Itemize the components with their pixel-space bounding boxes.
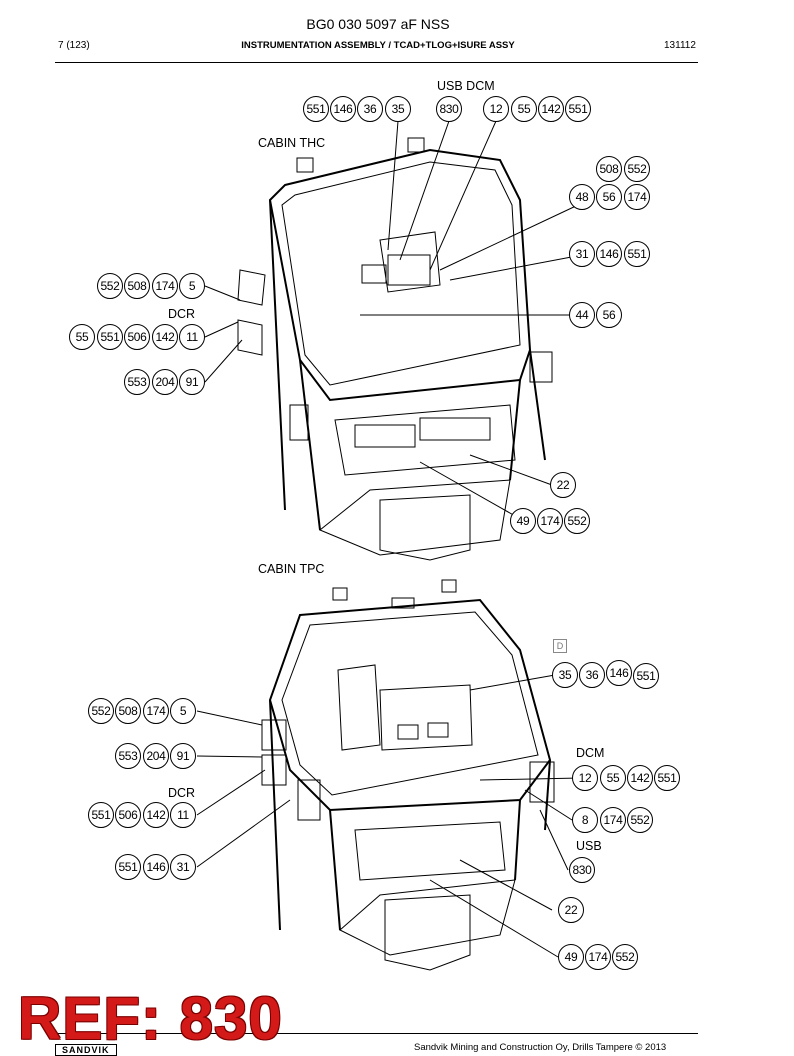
callout-bubble[interactable]: 56: [596, 184, 622, 210]
callout-bubble[interactable]: 551: [303, 96, 329, 122]
callout-bubble[interactable]: 553: [124, 369, 150, 395]
reference-stamp: REF: 830: [18, 985, 283, 1052]
revision-date: 131112: [664, 40, 696, 51]
page-title: INSTRUMENTATION ASSEMBLY / TCAD+TLOG+ISU…: [241, 40, 515, 51]
callout-bubble[interactable]: 49: [510, 508, 536, 534]
callout-bubble[interactable]: 142: [538, 96, 564, 122]
callout-bubble[interactable]: 22: [550, 472, 576, 498]
callout-bubble[interactable]: 553: [115, 743, 141, 769]
callout-bubble[interactable]: 146: [330, 96, 356, 122]
callout-bubble[interactable]: 11: [170, 802, 196, 828]
callout-bubble[interactable]: 552: [627, 807, 653, 833]
callout-bubble[interactable]: 11: [179, 324, 205, 350]
callout-bubble[interactable]: 551: [633, 663, 659, 689]
callout-bubble[interactable]: 508: [596, 156, 622, 182]
header-rule: [55, 62, 698, 63]
callout-bubble[interactable]: 12: [483, 96, 509, 122]
callout-bubble[interactable]: 551: [115, 854, 141, 880]
callout-bubble[interactable]: 552: [97, 273, 123, 299]
callout-bubble[interactable]: 146: [606, 660, 632, 686]
callout-bubble[interactable]: 146: [143, 854, 169, 880]
callout-bubble[interactable]: 12: [572, 765, 598, 791]
callout-bubble[interactable]: 174: [152, 273, 178, 299]
callout-bubble[interactable]: 830: [569, 857, 595, 883]
callout-bubble[interactable]: 174: [143, 698, 169, 724]
callout-bubble[interactable]: 508: [115, 698, 141, 724]
callout-bubble[interactable]: 56: [596, 302, 622, 328]
callout-bubble[interactable]: 174: [600, 807, 626, 833]
callout-bubble[interactable]: 552: [88, 698, 114, 724]
callout-bubble[interactable]: 36: [357, 96, 383, 122]
callout-bubble[interactable]: 31: [170, 854, 196, 880]
callout-bubble[interactable]: 146: [596, 241, 622, 267]
callout-bubble[interactable]: 174: [624, 184, 650, 210]
callout-bubble[interactable]: 44: [569, 302, 595, 328]
dcr-label: DCR: [168, 786, 196, 800]
callout-bubble[interactable]: 35: [552, 662, 578, 688]
callout-bubble[interactable]: 91: [170, 743, 196, 769]
view-marker: D: [553, 639, 567, 653]
callout-bubble[interactable]: 506: [115, 802, 141, 828]
callout-bubble[interactable]: 551: [565, 96, 591, 122]
usb-label: USB: [576, 839, 602, 853]
document-number: BG0 030 5097 aF NSS: [306, 16, 450, 32]
callout-bubble[interactable]: 55: [511, 96, 537, 122]
callout-bubble[interactable]: 49: [558, 944, 584, 970]
footer-rule: [55, 1033, 698, 1034]
cabin-tpc-title: CABIN TPC: [258, 562, 325, 576]
dcr-label: DCR: [168, 307, 196, 321]
usb-dcm-label: USB DCM: [437, 79, 495, 93]
callout-bubble[interactable]: 48: [569, 184, 595, 210]
callout-bubble[interactable]: 55: [69, 324, 95, 350]
callout-bubble[interactable]: 551: [88, 802, 114, 828]
callout-bubble[interactable]: 506: [124, 324, 150, 350]
callout-bubble[interactable]: 830: [436, 96, 462, 122]
callout-bubble[interactable]: 552: [612, 944, 638, 970]
callout-bubble[interactable]: 142: [152, 324, 178, 350]
callout-bubble[interactable]: 36: [579, 662, 605, 688]
callout-bubble[interactable]: 142: [143, 802, 169, 828]
callout-bubble[interactable]: 142: [627, 765, 653, 791]
callout-bubble[interactable]: 5: [170, 698, 196, 724]
callout-bubble[interactable]: 35: [385, 96, 411, 122]
callout-bubble[interactable]: 508: [124, 273, 150, 299]
callout-bubble[interactable]: 174: [585, 944, 611, 970]
callout-bubble[interactable]: 8: [572, 807, 598, 833]
callout-bubble[interactable]: 552: [624, 156, 650, 182]
callout-bubble[interactable]: 55: [600, 765, 626, 791]
callout-bubble[interactable]: 31: [569, 241, 595, 267]
cabin-tpc-drawing: [196, 579, 581, 971]
cabin-thc-title: CABIN THC: [258, 136, 326, 150]
callout-bubble[interactable]: 22: [558, 897, 584, 923]
callout-bubble[interactable]: 91: [179, 369, 205, 395]
dcm-label: DCM: [576, 746, 605, 760]
copyright-notice: Sandvik Mining and Construction Oy, Dril…: [414, 1042, 667, 1053]
callout-bubble[interactable]: 204: [143, 743, 169, 769]
callout-bubble[interactable]: 5: [179, 273, 205, 299]
page-number: 7 (123): [58, 40, 90, 51]
callout-bubble[interactable]: 551: [654, 765, 680, 791]
callout-bubble[interactable]: 204: [152, 369, 178, 395]
cabin-thc-drawing: [204, 120, 596, 561]
callout-bubble[interactable]: 174: [537, 508, 563, 534]
callout-bubble[interactable]: 552: [564, 508, 590, 534]
callout-bubble[interactable]: 551: [97, 324, 123, 350]
callout-bubble[interactable]: 551: [624, 241, 650, 267]
